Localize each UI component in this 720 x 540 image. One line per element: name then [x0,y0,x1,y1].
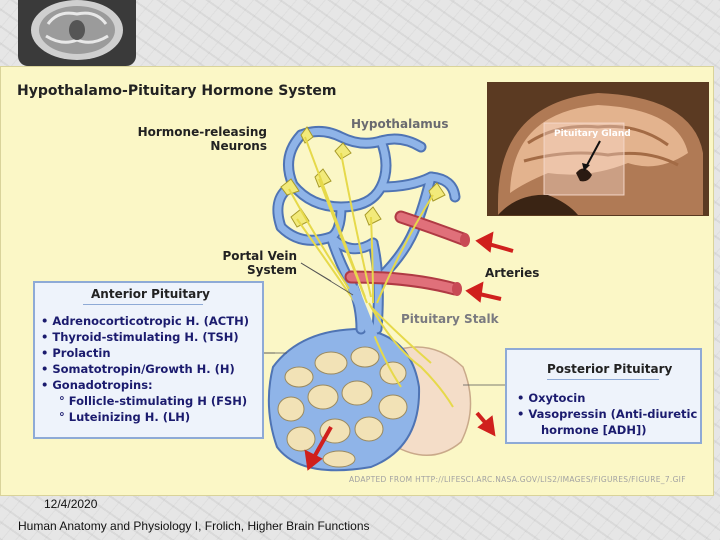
list-item-continuation: hormone [ADH]) [541,423,647,437]
neurons-label: Hormone-releasing Neurons [131,125,267,153]
list-subitem: ° Luteinizing H. (LH) [59,410,191,424]
posterior-pituitary-box: Posterior Pituitary • Oxytocin • Vasopre… [505,348,702,444]
footer-date: 12/4/2020 [44,497,98,511]
list-item: • Thyroid-stimulating H. (TSH) [41,330,239,344]
neurons-label-line1: Hormone-releasing [137,125,267,139]
image-credit: ADAPTED FROM HTTP://LIFESCI.ARC.NASA.GOV… [349,475,686,484]
list-item: • Prolactin [41,346,111,360]
pituitary-diagram [263,126,514,472]
diagram-slide: Hypothalamo-Pituitary Hormone System Pit… [0,66,714,496]
hypothalamus-label: Hypothalamus [351,117,449,131]
list-item: • Vasopressin (Anti-diuretic [517,407,698,421]
list-item: • Somatotropin/Growth H. (H) [41,362,235,376]
footer-text: Human Anatomy and Physiology I, Frolich,… [18,519,370,533]
portal-vein-label: Portal Vein System [201,249,297,277]
neurons-label-line2: Neurons [210,139,267,153]
page-title: Hypothalamo-Pituitary Hormone System [17,83,337,99]
pituitary-stalk-label: Pituitary Stalk [401,312,499,326]
posterior-pituitary-heading: Posterior Pituitary [547,362,673,376]
brain-thumbnail [18,0,136,66]
anterior-hormone-list: • Adrenocorticotropic H. (ACTH) • Thyroi… [41,313,262,425]
anterior-pituitary-heading: Anterior Pituitary [91,287,210,301]
anterior-pituitary-box: Anterior Pituitary • Adrenocorticotropic… [33,281,264,439]
heading-divider [547,379,659,380]
pituitary-gland-label: Pituitary Gland [554,129,631,139]
list-item: • Adrenocorticotropic H. (ACTH) [41,314,249,328]
posterior-hormone-list: • Oxytocin • Vasopressin (Anti-diuretic … [517,390,700,438]
list-item: • Oxytocin [517,391,586,405]
portal-vein-label-line1: Portal Vein [222,249,297,263]
portal-vein-label-line2: System [247,263,297,277]
arteries-label: Arteries [485,266,540,280]
brain-mri-inset: Pituitary Gland [487,82,709,216]
list-subitem: ° Follicle-stimulating H (FSH) [59,394,248,408]
list-item: • Gonadotropins: [41,378,153,392]
heading-divider [83,304,203,305]
